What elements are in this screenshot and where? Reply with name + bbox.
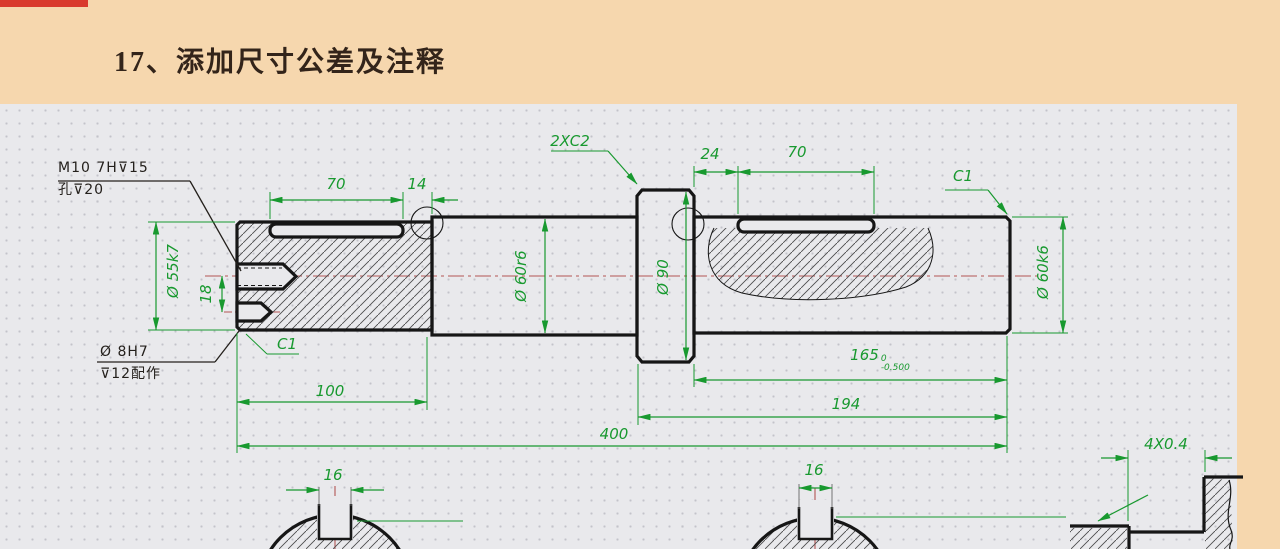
section-keyway-left [317, 504, 353, 541]
groove-detail-view [1070, 475, 1243, 549]
detail-marker-circle [671, 207, 705, 241]
section-keyway-right [797, 507, 834, 541]
break-line [1227, 479, 1233, 549]
cad-drawing-canvas [0, 104, 1237, 549]
keyway-left [268, 222, 405, 239]
dimension-lines [148, 150, 1232, 522]
page-title: 17、添加尺寸公差及注释 [114, 47, 447, 78]
callout-leaders [58, 180, 242, 363]
shaft-right-section [692, 215, 1012, 335]
center-hole-m10 [235, 262, 299, 291]
detail-marker-circle [410, 206, 444, 240]
shaft-collar [635, 188, 696, 364]
pin-hole-8h7 [235, 301, 274, 323]
cross-sections [269, 475, 1243, 549]
shaft-outline [235, 188, 1012, 364]
slide-accent-bar [0, 0, 88, 7]
keyway-section-break-line [707, 227, 934, 301]
keyway-right [736, 217, 876, 234]
keyway-section-hatch [708, 228, 933, 300]
